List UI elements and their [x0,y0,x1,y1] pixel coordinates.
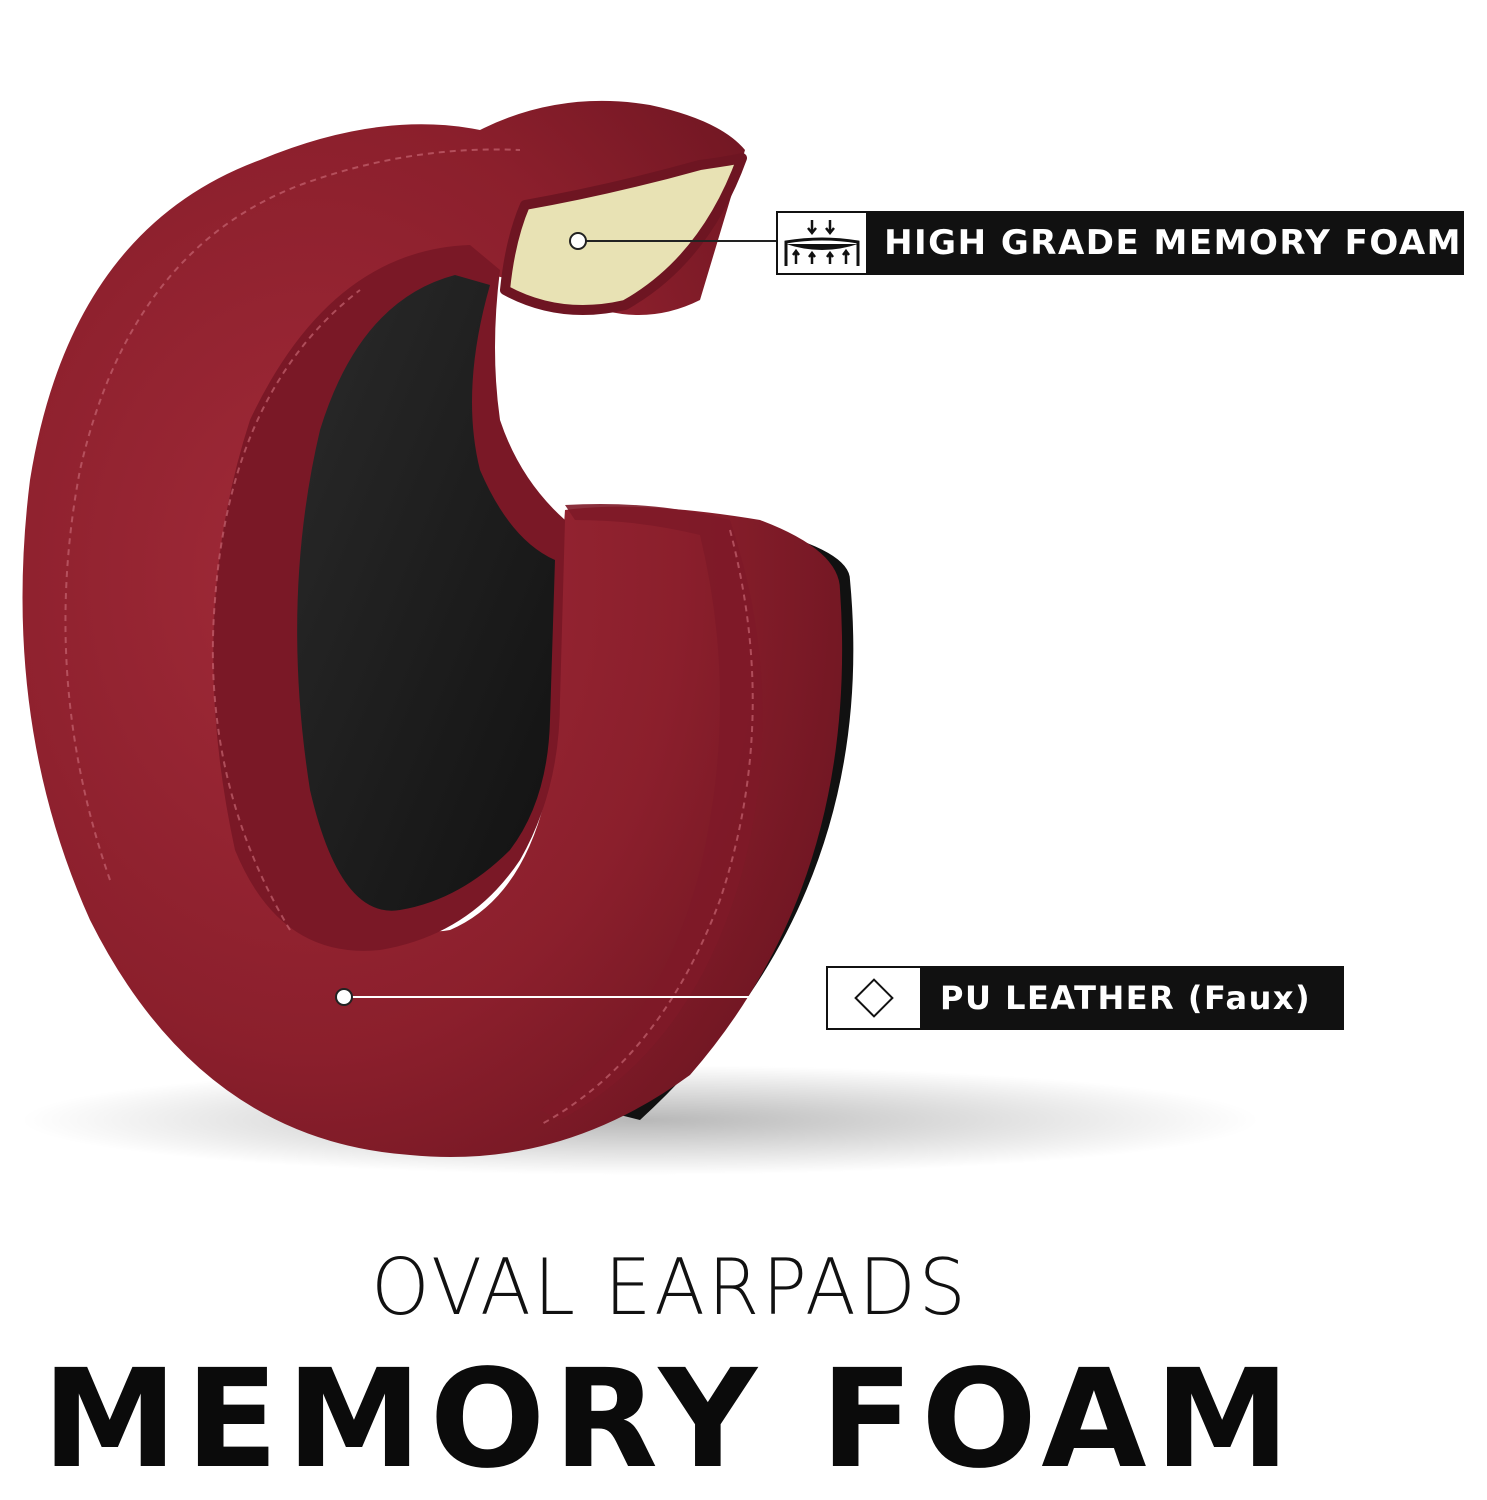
pu-leather-label: PU LEATHER (Faux) [940,979,1312,1017]
main-title: MEMORY FOAM [42,1341,1298,1499]
memory-foam-callout: HIGH GRADE MEMORY FOAM [776,211,1464,275]
stitch-outer [64,148,521,881]
memory-foam-compression-icon [778,213,867,273]
subtitle: OVAL EARPADS [371,1242,969,1334]
diamond-outline-icon [828,968,920,1028]
memory-foam-label: HIGH GRADE MEMORY FOAM [884,223,1462,263]
leather-pointer-dot [335,988,353,1006]
earpad-leather-body [22,100,843,1158]
foam-pointer-dot [569,232,587,250]
stitch-inner [211,289,361,931]
pu-leather-callout: PU LEATHER (Faux) [826,966,1344,1030]
stitch-front [539,529,754,1126]
memory-foam-section [500,153,747,315]
earpad-mesh [297,275,555,911]
